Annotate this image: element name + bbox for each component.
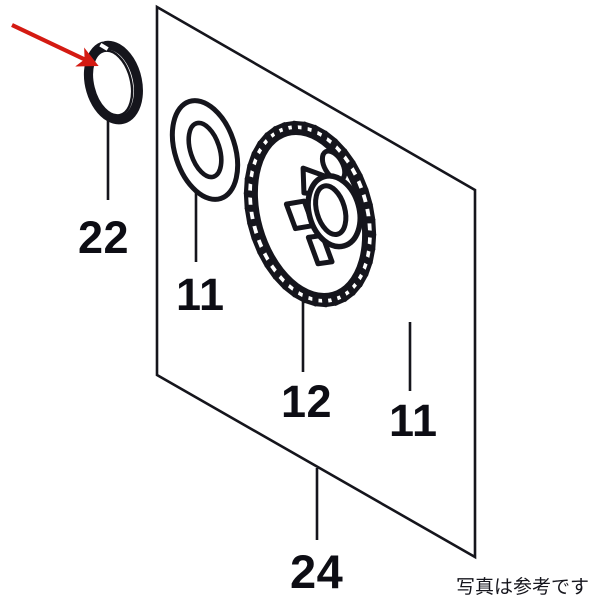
gear-hub-bore [313, 183, 349, 237]
arrow-shaft [11, 23, 99, 67]
callout-label-12: 12 [281, 376, 333, 427]
reference-photo-note: 写真は参考です [456, 576, 590, 598]
highlight-arrow [11, 23, 99, 67]
callout-label-22: 22 [78, 212, 130, 263]
snap-ring-body [83, 40, 143, 125]
gear-hub-assembly [283, 148, 363, 267]
callout-label-11-right: 11 [389, 395, 438, 446]
part-22-snap-ring [83, 40, 143, 125]
washer-inner-bore [186, 120, 224, 180]
snap-ring-gap [99, 42, 109, 51]
leader-lines [106, 118, 412, 540]
part-12-gear [243, 120, 377, 308]
callout-label-24: 24 [290, 545, 344, 598]
callout-label-11-left: 11 [176, 269, 225, 320]
part-11-left-washer [169, 98, 241, 202]
snap-ring-inner-edge [90, 49, 134, 117]
